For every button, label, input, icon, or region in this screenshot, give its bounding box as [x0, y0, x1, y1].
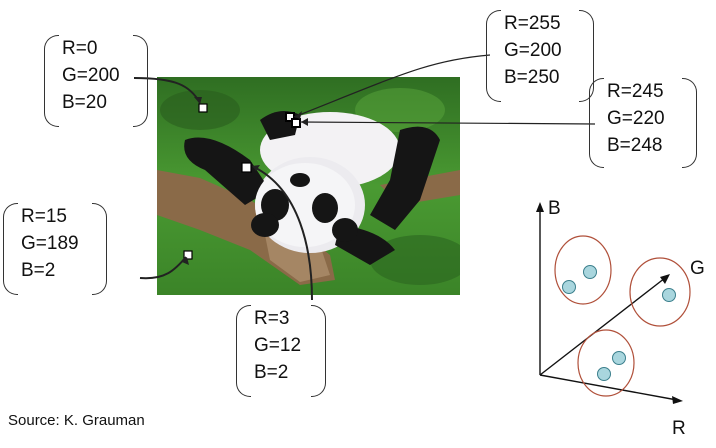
- g-value: G=12: [254, 335, 302, 356]
- clusters: [554, 235, 691, 397]
- g-value: G=189: [21, 233, 79, 254]
- r-value: R=245: [607, 81, 664, 102]
- rgb-box-1: R=0 G=200 B=20: [44, 35, 148, 127]
- rgb-box-3: R=245 G=220 B=248: [589, 78, 697, 168]
- axis-label-g: G: [690, 258, 705, 279]
- axis-label-r: R: [672, 418, 686, 439]
- g-value: G=220: [607, 108, 665, 129]
- b-value: B=248: [607, 135, 663, 156]
- r-value: R=0: [62, 38, 98, 59]
- sample-marker-3: [291, 118, 301, 128]
- rgb-box-2: R=255 G=200 B=250: [486, 10, 594, 102]
- b-value: B=2: [254, 362, 289, 383]
- color-space-axes: [536, 202, 683, 404]
- panda-arm-right: [370, 126, 440, 230]
- connector-3: [299, 121, 596, 125]
- r-value: R=15: [21, 206, 67, 227]
- cluster-3: [577, 329, 635, 397]
- sample-marker-4: [241, 162, 252, 173]
- rgb-box-4: R=15 G=189 B=2: [3, 203, 107, 295]
- point: [597, 367, 611, 381]
- connector-4: [253, 166, 313, 301]
- b-value: B=20: [62, 92, 107, 113]
- source-credit: Source: K. Grauman: [8, 412, 145, 429]
- cluster-points: [562, 265, 676, 381]
- point: [612, 351, 626, 365]
- r-value: R=3: [254, 308, 290, 329]
- b-value: B=2: [21, 260, 56, 281]
- sample-marker-5: [183, 250, 193, 260]
- r-value: R=255: [504, 13, 561, 34]
- rgb-box-5: R=3 G=12 B=2: [236, 305, 326, 397]
- sample-marker-1: [198, 103, 208, 113]
- point: [562, 280, 576, 294]
- point: [662, 288, 676, 302]
- panda-head: [255, 163, 355, 247]
- cluster-1: [554, 235, 612, 305]
- g-value: G=200: [504, 40, 562, 61]
- point: [583, 265, 597, 279]
- panda-arm-left: [184, 137, 270, 205]
- b-value: B=250: [504, 67, 560, 88]
- axis-label-b: B: [548, 198, 561, 219]
- g-value: G=200: [62, 65, 120, 86]
- connector-2: [293, 54, 491, 118]
- cluster-2: [629, 257, 691, 327]
- connector-5: [139, 256, 187, 280]
